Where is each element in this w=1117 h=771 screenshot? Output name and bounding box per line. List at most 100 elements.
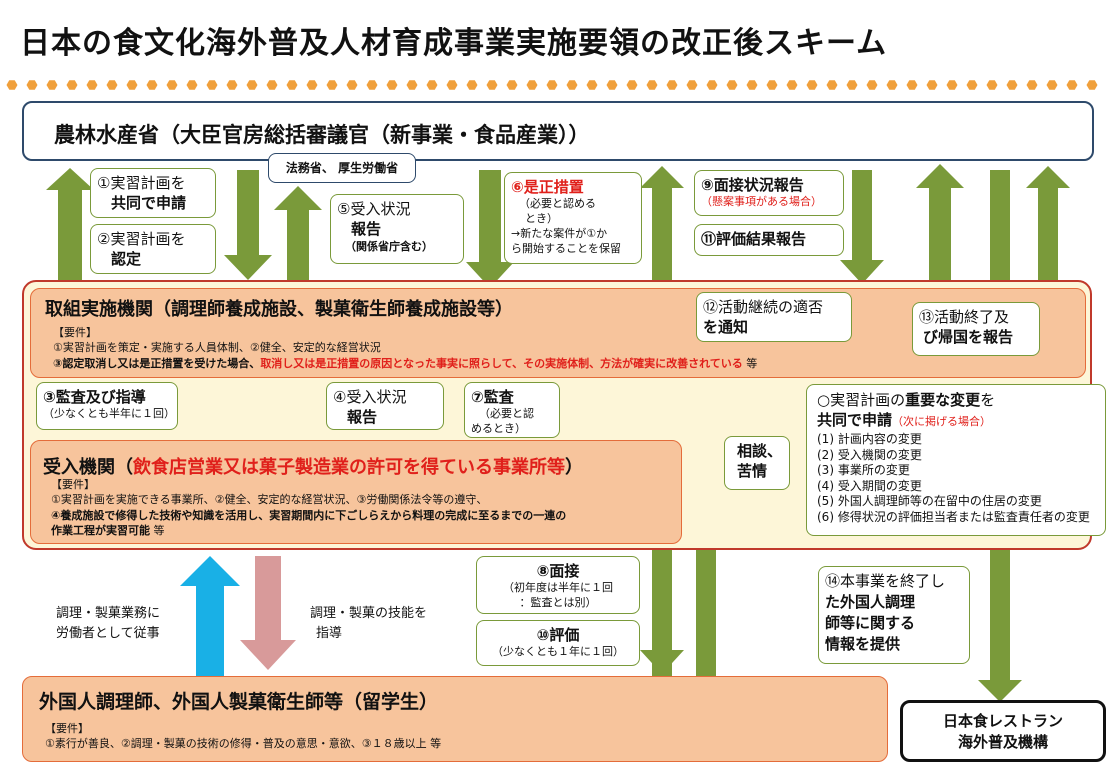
hex-dot: [426, 80, 438, 90]
org-req2: ③認定取消し又は是正措置を受けた場合、取消し又は是正措置の原因となった事実に照ら…: [53, 356, 758, 370]
callout-interview-title: ⑧面接: [536, 562, 580, 580]
jro-line2: 海外普及機構: [957, 733, 1048, 751]
callout-interview-line2: （懸案事項がある場合）: [701, 195, 822, 209]
change-item: (4) 受入期間の変更: [817, 478, 922, 493]
callout-notify-line2: を通知: [703, 318, 749, 337]
jro-line1: 日本食レストラン: [942, 712, 1063, 730]
moj-box: 法務省、 厚生労働省: [268, 153, 416, 183]
hex-dot: [126, 80, 138, 90]
hex-dot: [726, 80, 738, 90]
hex-dot: [446, 80, 458, 90]
org-reqs: 【要件】 ①実習計画を策定・実施する人員体制、②健全、安定的な経営状況 ③認定取…: [53, 325, 757, 371]
hex-dot: [866, 80, 878, 90]
hex-dot: [186, 80, 198, 90]
callout-host-report: ④受入状況 報告: [326, 382, 444, 430]
hex-dot: [606, 80, 618, 90]
hex-dot: [1026, 80, 1038, 90]
callout-correction: ⑥是正措置 （必要と認める とき） →新たな案件が①か ら開始することを保留: [504, 172, 642, 264]
dotted-divider: [6, 80, 1098, 90]
down-arrow-certify: [224, 170, 272, 280]
callout-completion-line2: び帰国を報告: [923, 328, 1014, 347]
host-title: 受入機関（飲食店営業又は菓子製造業の許可を得ている事業所等）: [43, 457, 583, 478]
callout-eval: ⑩評価 （少なくとも１年に１回）: [476, 620, 640, 666]
hex-dot: [346, 80, 358, 90]
moj-label: 法務省、 厚生労働省: [285, 161, 399, 175]
callout-inspect: ⑦監査 （必要と認 めるとき）: [464, 382, 560, 438]
hex-dot: [46, 80, 58, 90]
org-title: 取組実施機関（調理師養成施設、製菓衛生師養成施設等）: [45, 299, 513, 320]
callout-certify-line2: 認定: [111, 250, 142, 269]
hex-dot: [6, 80, 18, 90]
callout-certify: ②実習計画を 認定: [90, 224, 216, 274]
maff-label: 農林水産省（大臣官房総括審議官（新事業・食品産業））: [54, 123, 590, 147]
host-box: 受入機関（飲食店営業又は菓子製造業の許可を得ている事業所等） 【要件】 ①実習計…: [30, 440, 682, 544]
host-req-label: 【要件】: [51, 478, 95, 491]
pink-down-arrow: [240, 556, 296, 670]
jro-box: 日本食レストラン 海外普及機構: [900, 700, 1106, 762]
callout-notify-line1: ⑫活動継続の適否: [703, 298, 824, 316]
callout-inspect-line2: （必要と認: [479, 407, 534, 421]
hex-dot: [786, 80, 798, 90]
foreign-reqs: 【要件】 ①素行が善良、②調理・製菓の技術の修得・普及の意思・意欲、③１８歳以上…: [45, 721, 441, 752]
changes-title2: 共同で申請（次に掲げる場合）: [817, 410, 992, 429]
org-req1: ①実習計画を策定・実施する人員体制、②健全、安定的な経営状況: [53, 341, 381, 355]
change-item: (1) 計画内容の変更: [817, 432, 922, 446]
callout-completion: ⑬活動終了及 び帰国を報告: [912, 302, 1040, 356]
work-label: 調理・製菓業務に 労働者として従事: [56, 604, 160, 643]
hex-dot: [526, 80, 538, 90]
callout-consult: 相談、 苦情: [724, 436, 790, 490]
hex-dot: [266, 80, 278, 90]
hex-dot: [766, 80, 778, 90]
hex-dot: [1086, 80, 1098, 90]
guide-label-line2: 指導: [316, 625, 343, 641]
callout-consult-line1: 相談、: [737, 442, 783, 460]
hex-dot: [966, 80, 978, 90]
callout-eval-title: ⑩評価: [536, 626, 580, 644]
callout-apply-line1: ①実習計画を: [97, 174, 186, 192]
hex-dot: [846, 80, 858, 90]
hex-dot: [906, 80, 918, 90]
hex-dot: [746, 80, 758, 90]
hex-dot: [1066, 80, 1078, 90]
host-req2: ④養成施設で修得した技術や知識を活用し、実習期間内に下ごしらえから料理の完成に至…: [51, 508, 567, 522]
org-box: 取組実施機関（調理師養成施設、製菓衛生師養成施設等） 【要件】 ①実習計画を策定…: [30, 288, 1086, 378]
hex-dot: [686, 80, 698, 90]
foreign-box: 外国人調理師、外国人製菓衛生師等（留学生） 【要件】 ①素行が善良、②調理・製菓…: [22, 676, 888, 762]
foreign-req1: ①素行が善良、②調理・製菓の技術の修得・普及の意思・意欲、③１８歳以上 等: [45, 737, 442, 751]
hex-dot: [646, 80, 658, 90]
hex-dot: [666, 80, 678, 90]
callout-correction-line1: （必要と認める: [519, 197, 596, 211]
callout-audit-line1: ③監査及び指導: [43, 388, 146, 406]
callout-host-line1: ④受入状況: [333, 388, 407, 406]
callout-notify: ⑫活動継続の適否 を通知: [696, 292, 852, 342]
up-arrow-completion: [916, 164, 964, 290]
hex-dot: [326, 80, 338, 90]
hex-dot: [506, 80, 518, 90]
org-req-label: 【要件】: [53, 326, 97, 339]
callout-audit: ③監査及び指導 （少なくとも半年に１回）: [36, 382, 178, 430]
callout-info-line3: 師等に関する: [825, 614, 916, 632]
up-arrow-report: [274, 186, 322, 290]
hex-dot: [886, 80, 898, 90]
callout-info-line4: 情報を提供: [825, 635, 901, 653]
changes-box: ○実習計画の重要な変更を 共同で申請（次に掲げる場合） (1) 計画内容の変更 …: [806, 384, 1106, 536]
callout-inspect-line1: ⑦監査: [471, 388, 514, 406]
hex-dot: [86, 80, 98, 90]
callout-status-report: ⑤受入状況 報告 （関係省庁含む）: [330, 194, 464, 264]
guide-label-line1: 調理・製菓の技能を: [310, 606, 428, 621]
callout-eval-line2: （少なくとも１年に１回）: [492, 645, 624, 659]
hex-dot: [1006, 80, 1018, 90]
host-req3: 作業工程が実習可能 等: [51, 524, 165, 538]
callout-audit-line2: （少なくとも半年に１回）: [43, 407, 175, 421]
hex-dot: [566, 80, 578, 90]
change-item: (2) 受入機関の変更: [817, 447, 922, 462]
hex-dot: [366, 80, 378, 90]
callout-apply: ①実習計画を 共同で申請: [90, 168, 216, 218]
hex-dot: [926, 80, 938, 90]
callout-host-line2: 報告: [347, 408, 378, 427]
callout-apply-line2: 共同で申請: [111, 194, 187, 213]
callout-certify-line1: ②実習計画を: [97, 230, 186, 248]
hex-dot: [26, 80, 38, 90]
hex-dot: [486, 80, 498, 90]
hex-dot: [286, 80, 298, 90]
